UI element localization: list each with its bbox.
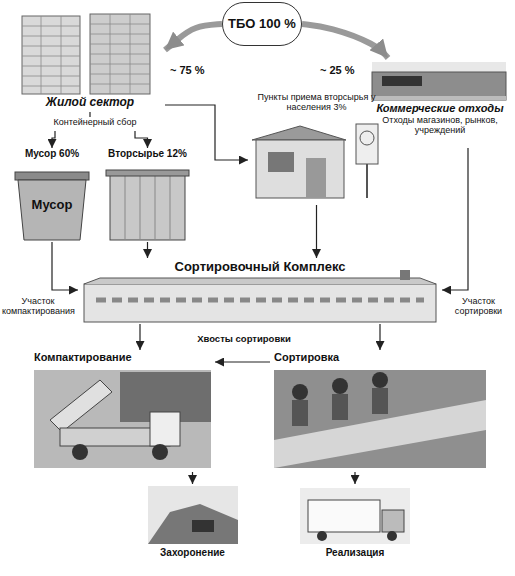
truck-cab [382, 510, 404, 532]
flow-arrow [379, 324, 380, 350]
sky [300, 488, 410, 544]
collection-label: Контейнерный сбор [40, 117, 150, 131]
bulldozer [192, 520, 214, 532]
flow-arrow [52, 242, 78, 290]
recyclables-container: Вторсырье 12% [105, 148, 190, 242]
wheel [152, 444, 168, 460]
residential-sector: Жилой сектор [15, 12, 165, 112]
node-text: Мусор [12, 198, 92, 213]
booth-window [268, 152, 294, 172]
sorting-complex-building [84, 270, 436, 322]
commercial-sector: Коммерческие отходыОтходы магазинов, рын… [368, 58, 512, 148]
flow-arrow [316, 205, 317, 258]
edge-label: ~ 25 % [318, 63, 357, 78]
sign-post [366, 164, 368, 198]
node-text: Отходы магазинов, рынков, учреждений [370, 115, 510, 136]
wheel [72, 444, 88, 460]
wheel [317, 531, 327, 541]
node-text: Коммерческие отходы [370, 102, 510, 115]
flow-arrow [215, 361, 270, 362]
truck-tipper [50, 380, 112, 432]
flow-arrow [135, 131, 148, 148]
waste-mound [148, 504, 238, 544]
store [372, 72, 506, 100]
node-text: Сортировка [274, 351, 486, 364]
apartment-buildings [22, 14, 150, 94]
share-arrow [302, 24, 388, 58]
sorting-stage: Сортировка [270, 350, 490, 472]
sign-logo [360, 131, 374, 145]
flow-arrow [52, 131, 55, 148]
store-sign [382, 76, 422, 86]
booth-body [256, 140, 344, 198]
collection-point: Пункты приема вторсырья у населения 3% [248, 92, 385, 205]
landfill-output: Захоронение [135, 484, 250, 574]
truck-cab [150, 412, 180, 446]
node-text: Контейнерный сбор [40, 117, 150, 127]
bin-lid [15, 172, 89, 180]
complex-windows [96, 298, 424, 303]
edge-label: Хвосты сортировки [192, 333, 296, 346]
parking [372, 96, 506, 100]
flow-arrow [89, 112, 90, 117]
container-lid [106, 170, 189, 176]
flow-arrow [354, 472, 355, 484]
sky [148, 486, 238, 544]
photo-ground [274, 370, 486, 468]
recycling-container-picture [106, 170, 189, 240]
flow-arrow [147, 242, 148, 258]
waste-bin: Мусор 60% Мусор [12, 148, 92, 242]
container-body [110, 174, 185, 240]
sky [372, 62, 506, 100]
node-text: Компактирование [34, 351, 211, 364]
node-text: Вторсырье 12% [107, 148, 188, 160]
edge-label: ~ 75 % [168, 63, 207, 78]
area-label: Участок компактирования [2, 296, 74, 317]
worker [372, 372, 388, 388]
complex-roof [84, 278, 436, 284]
area-label: Участок сортировки [444, 296, 513, 317]
compaction-stage: Компактирование [30, 350, 215, 472]
node-text: Захоронение [137, 547, 248, 559]
photo-ground [34, 370, 211, 468]
node-text: Мусор 60% [14, 148, 90, 160]
node-text: Сортировочный Комплекс [80, 260, 440, 275]
store-building [372, 62, 506, 100]
container-ribs [125, 174, 170, 240]
booth-roof [252, 126, 346, 140]
landfill-photo [148, 486, 238, 544]
flow-arrow [192, 472, 193, 484]
flow-arrow [442, 148, 468, 290]
collection-booth [252, 124, 378, 198]
complex-chimney [400, 270, 410, 280]
flow-arrow [139, 324, 140, 350]
windows [22, 14, 150, 94]
building [22, 16, 80, 94]
compaction-photo [34, 370, 211, 468]
booth-door [306, 158, 326, 198]
sign-board [356, 124, 378, 164]
recycling-output: Реализация [285, 484, 425, 574]
node-text: Реализация [287, 547, 423, 559]
wheel [387, 531, 397, 541]
node-text: Жилой сектор [17, 96, 163, 110]
share-arrow [165, 24, 222, 50]
source-oval: ТБО 100 % [222, 2, 302, 46]
worker [332, 378, 348, 394]
node-text: Пункты приема вторсырья у населения 3% [250, 92, 383, 113]
truck-photo [300, 488, 410, 544]
sorting-photo [274, 370, 486, 468]
worker-bodies [292, 388, 388, 426]
worker [292, 384, 308, 400]
complex-wall [84, 284, 436, 322]
trailer [308, 500, 380, 532]
sorting-complex: Сортировочный Комплекс [78, 258, 442, 324]
node-text: ТБО 100 % [227, 17, 297, 32]
